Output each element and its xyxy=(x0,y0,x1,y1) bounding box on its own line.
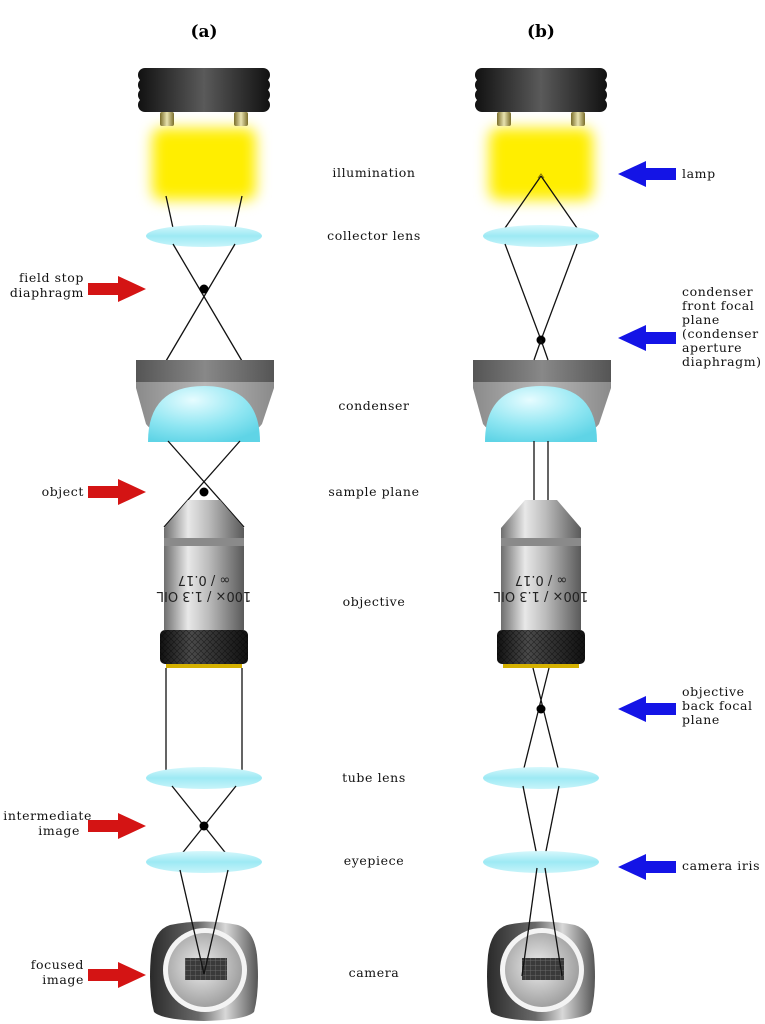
object-arrow: object xyxy=(42,479,146,505)
condenser-focal-arrow: condenser front focal plane (condenser a… xyxy=(618,284,762,369)
column-b: 100× / 1.3 OIL ∞ / 0.17 xyxy=(473,68,611,1021)
label-obfp-2: back focal xyxy=(682,698,753,713)
label-lamp: lamp xyxy=(682,166,716,181)
eyepiece-b xyxy=(483,851,599,873)
column-title-b: (b) xyxy=(527,22,555,42)
objective-b: 100× / 1.3 OIL ∞ / 0.17 xyxy=(493,500,588,668)
right-annotations: lamp condenser front focal plane (conden… xyxy=(618,161,762,880)
focused-image-arrow: focused image xyxy=(31,957,146,988)
objective-back-focal-arrow: objective back focal plane xyxy=(618,684,753,727)
camera-iris-arrow: camera iris xyxy=(618,854,760,880)
lamp-arrow: lamp xyxy=(618,161,716,187)
tube-lens-a xyxy=(146,767,262,789)
label-cffp-4: (condenser xyxy=(682,326,759,341)
objective-spec-line1-b: 100× / 1.3 OIL xyxy=(493,588,588,603)
label-eyepiece: eyepiece xyxy=(344,853,404,868)
intermediate-image-point xyxy=(199,821,209,831)
label-collector-lens: collector lens xyxy=(327,228,421,243)
objective-spec-line2-b: ∞ / 0.17 xyxy=(515,572,567,587)
lamp-b xyxy=(475,68,607,200)
collector-lens-b xyxy=(483,225,599,247)
label-tube-lens: tube lens xyxy=(342,770,406,785)
label-objective: objective xyxy=(343,594,406,609)
label-object: object xyxy=(42,484,84,499)
eyepiece-a xyxy=(146,851,262,873)
field-stop-arrow: field stop diaphragm xyxy=(10,270,146,302)
label-cffp-2: front focal xyxy=(682,298,754,313)
label-focused-2: image xyxy=(42,972,84,987)
column-title-a: (a) xyxy=(190,22,217,42)
object-point xyxy=(199,487,209,497)
objective-spec-line2: ∞ / 0.17 xyxy=(178,572,230,587)
label-condenser: condenser xyxy=(338,398,409,413)
collector-lens-a xyxy=(146,225,262,247)
label-cffp-6: diaphragm) xyxy=(682,354,762,369)
label-intermediate: intermediate xyxy=(3,808,92,823)
objective-spec-line1: 100× / 1.3 OIL xyxy=(156,588,251,603)
left-annotations: field stop diaphragm object intermediate… xyxy=(3,270,146,988)
column-a: 100× / 1.3 OIL ∞ / 0.17 xyxy=(136,68,274,1021)
objective-back-focal-point xyxy=(536,704,546,714)
label-sample-plane: sample plane xyxy=(328,484,419,499)
label-field-stop-2: diaphragm xyxy=(10,285,84,300)
intermediate-image-arrow: intermediate image xyxy=(3,808,146,839)
field-stop-point xyxy=(199,284,209,294)
label-intermediate-2: image xyxy=(38,823,80,838)
label-obfp-1: objective xyxy=(682,684,745,699)
label-cffp-3: plane xyxy=(682,312,720,327)
label-obfp-3: plane xyxy=(682,712,720,727)
label-focused: focused xyxy=(31,957,84,972)
condenser-a xyxy=(136,360,274,442)
label-camera-iris: camera iris xyxy=(682,858,760,873)
label-field-stop: field stop xyxy=(19,270,84,285)
center-labels: illumination collector lens condenser sa… xyxy=(327,165,421,980)
objective-a: 100× / 1.3 OIL ∞ / 0.17 xyxy=(156,500,251,668)
lamp-a xyxy=(138,68,270,200)
tube-lens-b xyxy=(483,767,599,789)
label-cffp-5: aperture xyxy=(682,340,742,355)
label-illumination: illumination xyxy=(332,165,415,180)
label-camera: camera xyxy=(349,965,400,980)
condenser-b xyxy=(473,360,611,442)
camera-b xyxy=(487,921,595,1021)
label-cffp-1: condenser xyxy=(682,284,753,299)
